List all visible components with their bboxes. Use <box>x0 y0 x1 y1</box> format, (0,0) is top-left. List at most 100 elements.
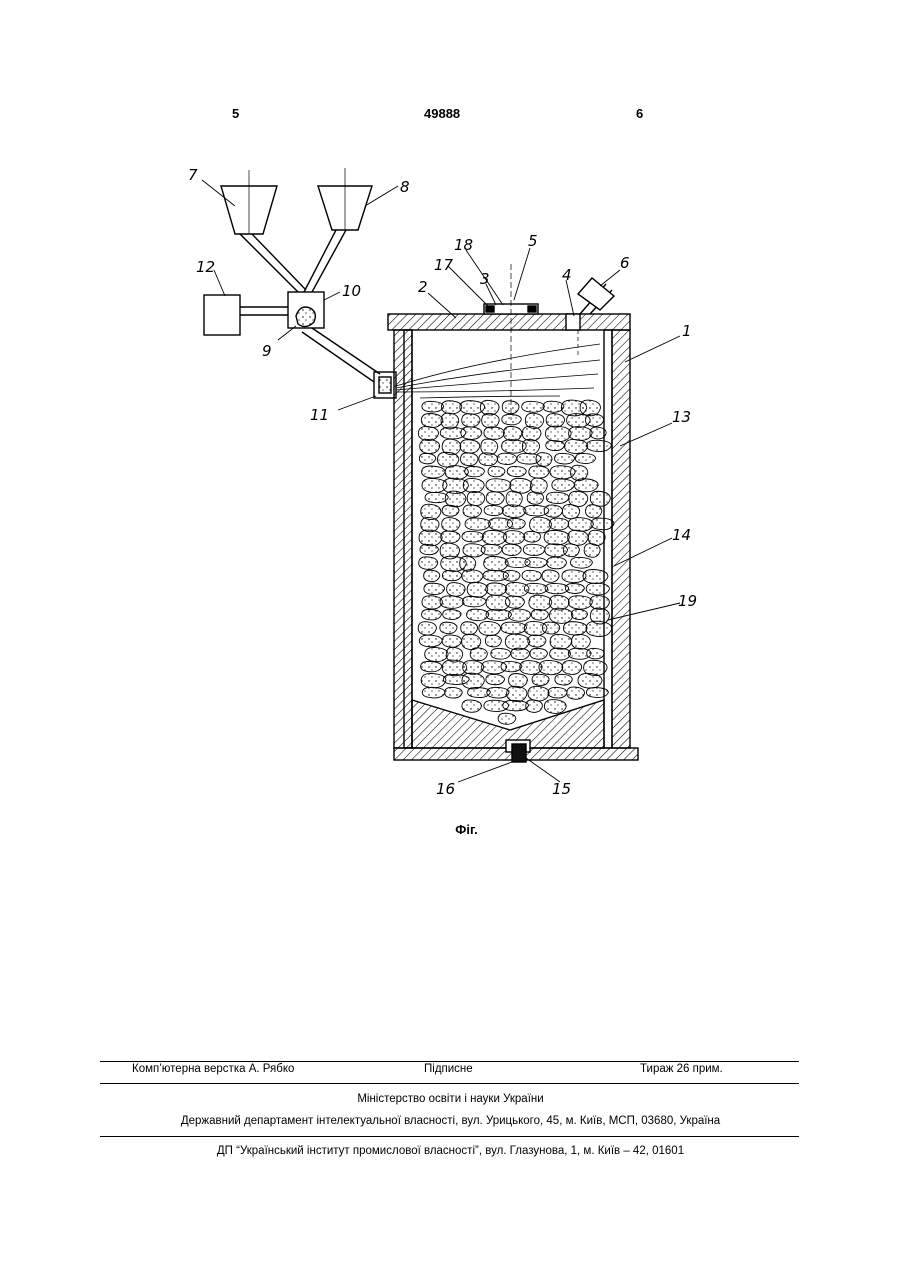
stone <box>420 439 440 453</box>
stone <box>568 518 593 532</box>
stone <box>546 492 569 503</box>
stone <box>465 466 485 476</box>
stone <box>485 635 501 647</box>
stone <box>470 648 487 661</box>
stone <box>542 622 559 634</box>
stone <box>479 453 498 466</box>
stone <box>550 634 572 649</box>
stone <box>467 609 489 620</box>
circulation-note: Тираж 26 прим. <box>640 1063 723 1075</box>
stone <box>486 479 511 492</box>
technical-drawing: 7 8 12 10 9 11 2 17 18 3 5 4 6 1 13 14 1… <box>0 0 901 860</box>
label-11: 11 <box>310 406 329 424</box>
stone <box>482 413 500 428</box>
stone <box>590 427 606 439</box>
stone <box>574 479 598 492</box>
stone <box>484 505 503 515</box>
label-1: 1 <box>682 322 692 340</box>
stone <box>575 453 595 463</box>
stone <box>522 401 545 412</box>
stone <box>571 609 587 619</box>
stone <box>524 531 541 542</box>
label-8: 8 <box>400 178 410 196</box>
stone <box>443 609 461 619</box>
label-10: 10 <box>342 282 361 300</box>
stone <box>570 557 592 568</box>
stone <box>465 518 490 530</box>
stone <box>422 401 444 412</box>
label-12: 12 <box>196 258 215 276</box>
stone <box>504 426 522 440</box>
label-17: 17 <box>434 256 454 274</box>
stone <box>587 648 605 659</box>
stone <box>508 609 530 621</box>
stone <box>442 635 461 647</box>
subscription-note: Підписне <box>424 1063 473 1075</box>
label-19: 19 <box>678 592 697 610</box>
stone <box>546 440 565 450</box>
stone <box>421 661 442 671</box>
stone <box>486 492 504 505</box>
stone <box>523 544 545 555</box>
stone <box>528 635 546 647</box>
stone <box>425 492 448 502</box>
label-3: 3 <box>480 270 490 288</box>
stone <box>421 413 443 427</box>
stone <box>502 505 525 518</box>
stone <box>467 582 488 597</box>
stone <box>563 622 587 635</box>
stone <box>437 452 458 467</box>
stone <box>509 674 528 688</box>
stone <box>442 518 460 532</box>
stone <box>566 583 585 593</box>
stone <box>524 583 547 594</box>
stone <box>486 609 511 620</box>
stone <box>418 426 438 440</box>
stone <box>484 556 508 571</box>
stone <box>462 531 484 542</box>
stone <box>502 544 521 555</box>
spray-jet <box>396 344 600 398</box>
stone <box>442 570 461 580</box>
stone <box>445 687 463 698</box>
stone <box>544 505 562 517</box>
stone <box>568 530 588 545</box>
stone <box>522 570 541 581</box>
stone <box>462 634 481 650</box>
stone <box>549 608 572 623</box>
label-16: 16 <box>436 780 455 798</box>
stone <box>424 570 440 581</box>
stone <box>462 414 480 427</box>
ministry-line: Міністерство освіти і науки України <box>0 1093 901 1105</box>
stone <box>425 647 448 661</box>
stone <box>580 400 600 416</box>
stone <box>505 634 529 650</box>
stone <box>422 687 445 698</box>
stone <box>461 622 478 635</box>
stone <box>529 466 549 478</box>
stone <box>441 531 460 543</box>
stone <box>440 596 464 609</box>
stone <box>586 583 609 595</box>
stone <box>467 491 485 505</box>
stone <box>587 440 612 451</box>
stone <box>583 569 608 583</box>
stone <box>539 660 563 674</box>
stone <box>507 466 526 476</box>
stone <box>462 673 484 689</box>
stone <box>491 648 511 659</box>
supply-pipe <box>302 328 380 382</box>
stone <box>424 583 445 595</box>
stone <box>525 557 547 567</box>
nozzle-11 <box>374 372 396 398</box>
footer-rule-mid <box>100 1083 799 1084</box>
stone <box>511 648 530 659</box>
stone <box>445 491 466 507</box>
label-2: 2 <box>418 278 428 296</box>
label-13: 13 <box>672 408 691 426</box>
stone <box>550 648 571 660</box>
stone <box>586 687 608 697</box>
stone <box>547 557 567 569</box>
hopper-8 <box>318 168 372 230</box>
stone <box>502 401 519 414</box>
